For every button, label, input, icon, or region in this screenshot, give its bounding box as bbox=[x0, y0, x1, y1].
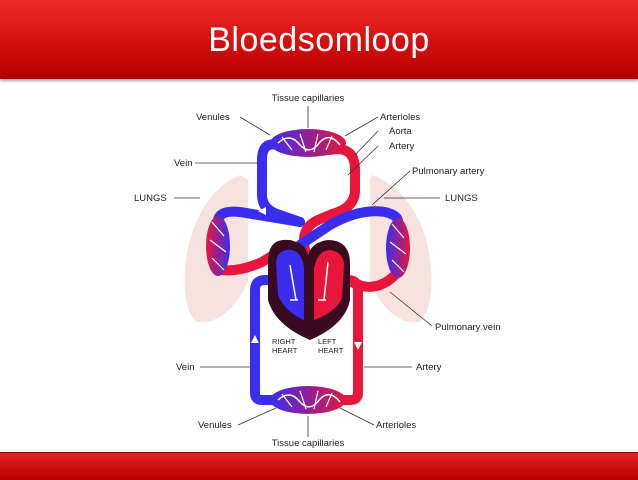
tissue-capillaries-top bbox=[270, 129, 346, 157]
label-right-heart-line2: HEART bbox=[272, 346, 298, 355]
label-pulmonary-vein: Pulmonary vein bbox=[435, 322, 500, 333]
label-vein-bottom: Vein bbox=[176, 362, 195, 373]
pulmonary-artery-right bbox=[295, 206, 403, 250]
arrow-down-icon bbox=[354, 342, 362, 350]
label-venules-bottom: Venules bbox=[198, 420, 232, 431]
label-vein-top: Vein bbox=[174, 158, 193, 169]
slide-title: Bloedsomloop bbox=[208, 21, 430, 59]
label-tissue-capillaries-bottom: Tissue capillaries bbox=[272, 438, 345, 449]
label-lungs-right: LUNGS bbox=[445, 193, 478, 204]
label-lungs-left: LUNGS bbox=[134, 193, 167, 204]
label-artery-bottom: Artery bbox=[416, 362, 442, 373]
leader-lines bbox=[174, 106, 440, 437]
label-arterioles-bottom: Arterioles bbox=[376, 420, 416, 431]
label-left-heart-line2: HEART bbox=[318, 346, 344, 355]
label-venules-top: Venules bbox=[196, 112, 230, 123]
label-pulmonary-artery: Pulmonary artery bbox=[412, 166, 485, 177]
aorta-arch bbox=[298, 144, 360, 255]
bottom-bar bbox=[0, 452, 638, 480]
right-heart-chamber bbox=[276, 249, 304, 320]
label-tissue-capillaries-top: Tissue capillaries bbox=[272, 93, 345, 104]
left-heart-chamber bbox=[314, 250, 344, 320]
label-artery-top: Artery bbox=[389, 141, 415, 152]
pulmonary-vein-right bbox=[335, 270, 400, 292]
title-bar bbox=[0, 0, 638, 79]
heart bbox=[268, 239, 350, 340]
lung-capillaries-right bbox=[386, 218, 410, 278]
label-right-heart-line1: RIGHT bbox=[272, 337, 296, 346]
arrow-up-icon bbox=[251, 335, 259, 343]
label-aorta: Aorta bbox=[389, 126, 412, 137]
label-left-heart-line1: LEFT bbox=[318, 337, 337, 346]
arrow-left-icon bbox=[258, 207, 266, 215]
tissue-capillaries-bottom bbox=[270, 386, 346, 414]
lung-capillaries-left bbox=[206, 216, 230, 276]
label-arterioles-top: Arterioles bbox=[380, 112, 420, 123]
pulmonary-vein-left bbox=[217, 240, 295, 276]
flow-arrows bbox=[251, 207, 362, 350]
